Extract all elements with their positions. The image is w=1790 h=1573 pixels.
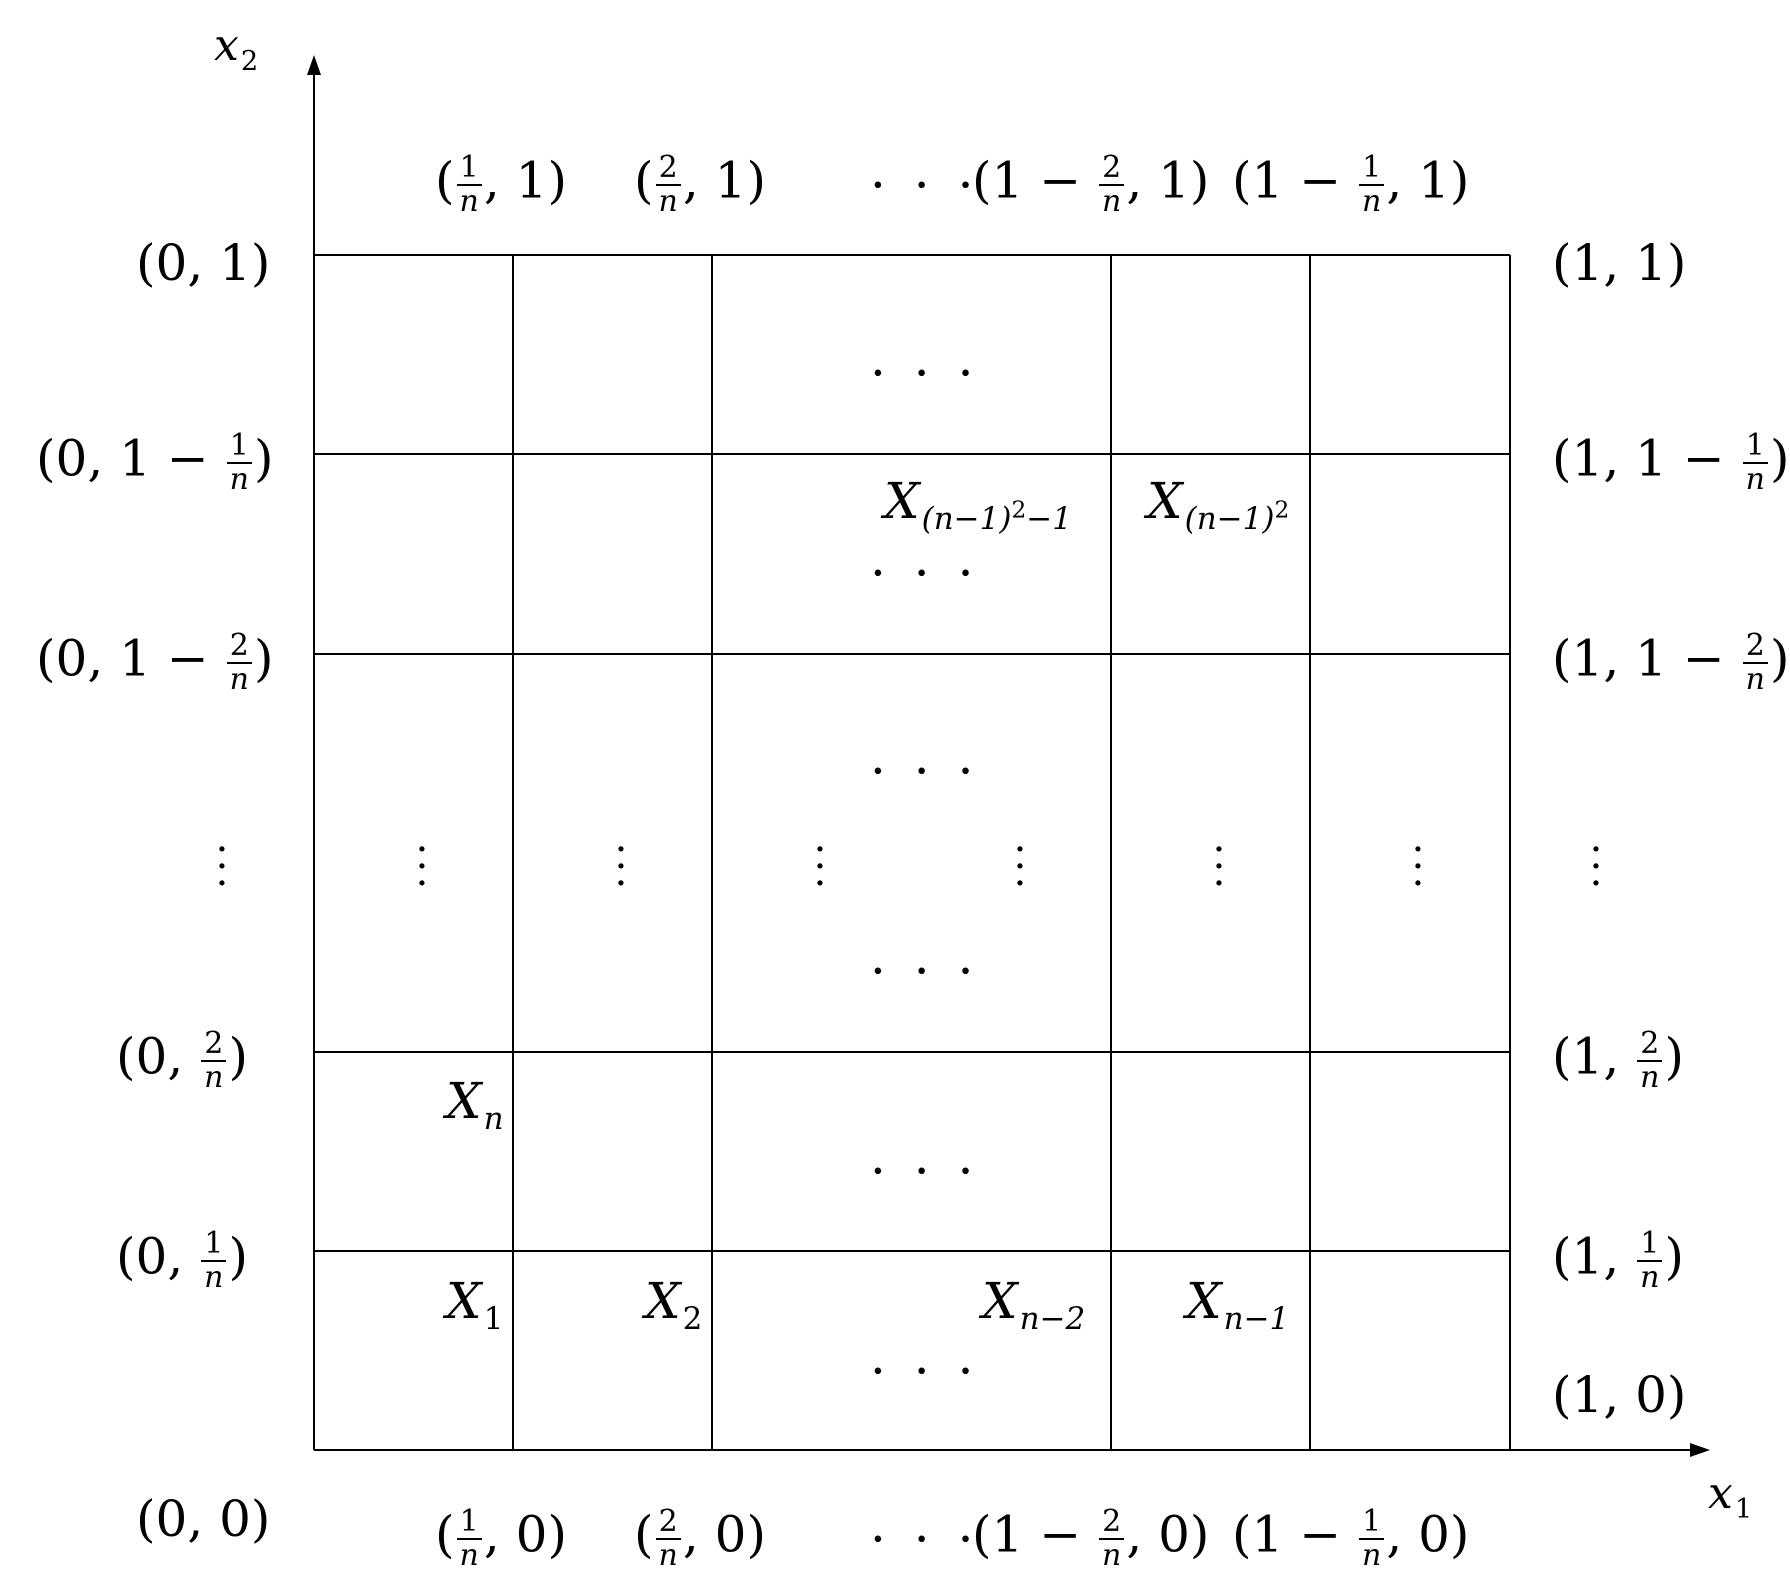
axes — [307, 55, 1710, 1457]
cell-label-x1: X1 — [446, 1272, 504, 1337]
cell-label-xn-minus-2: Xn−2 — [982, 1272, 1086, 1337]
left-label-0-0: (0, 0) — [136, 1490, 271, 1548]
bottom-ellipsis: · · · — [870, 1510, 980, 1568]
cell-ellipsis-row2: · · · — [870, 544, 980, 602]
x-axis-arrowhead — [1690, 1443, 1710, 1457]
cell-label-x-n-minus-1-squared: X(n−1)2 — [1147, 472, 1290, 537]
cell-label-x-n-minus-1-squared-minus-1: X(n−1)2−1 — [884, 472, 1072, 537]
grid-lines — [314, 254, 1511, 1450]
y-axis-arrowhead — [307, 55, 321, 75]
right-label-1-1: (1, 1) — [1552, 234, 1687, 292]
cell-ellipsis-row4: · · · — [870, 1142, 980, 1200]
y-axis-label: x2 — [214, 20, 259, 77]
cell-ellipsis-row1: · · · — [870, 344, 980, 402]
cell-ellipsis-row5: · · · — [870, 1342, 980, 1400]
right-vertical-ellipsis: ··· — [1589, 827, 1603, 907]
cell-label-x2: X2 — [645, 1272, 703, 1337]
cell-ellipsis-row3-top: · · · — [870, 742, 980, 800]
cell-vdots-col3: ··· — [813, 827, 827, 907]
cell-label-xn: Xn — [446, 1072, 504, 1137]
cell-ellipsis-row3-bottom: · · · — [870, 942, 980, 1000]
cell-vdots-col6: ··· — [1411, 827, 1425, 907]
cell-vdots-col4: ··· — [1013, 827, 1027, 907]
top-ellipsis: · · · — [870, 156, 980, 214]
left-vertical-ellipsis: ··· — [215, 827, 229, 907]
cell-vdots-col1: ··· — [415, 827, 429, 907]
x-axis-label: x1 — [1708, 1468, 1753, 1525]
left-label-0-1: (0, 1) — [136, 234, 271, 292]
cell-vdots-col2: ··· — [614, 827, 628, 907]
cell-label-xn-minus-1: Xn−1 — [1186, 1272, 1290, 1337]
cell-vdots-col5: ··· — [1212, 827, 1226, 907]
right-label-1-0: (1, 0) — [1552, 1366, 1687, 1424]
